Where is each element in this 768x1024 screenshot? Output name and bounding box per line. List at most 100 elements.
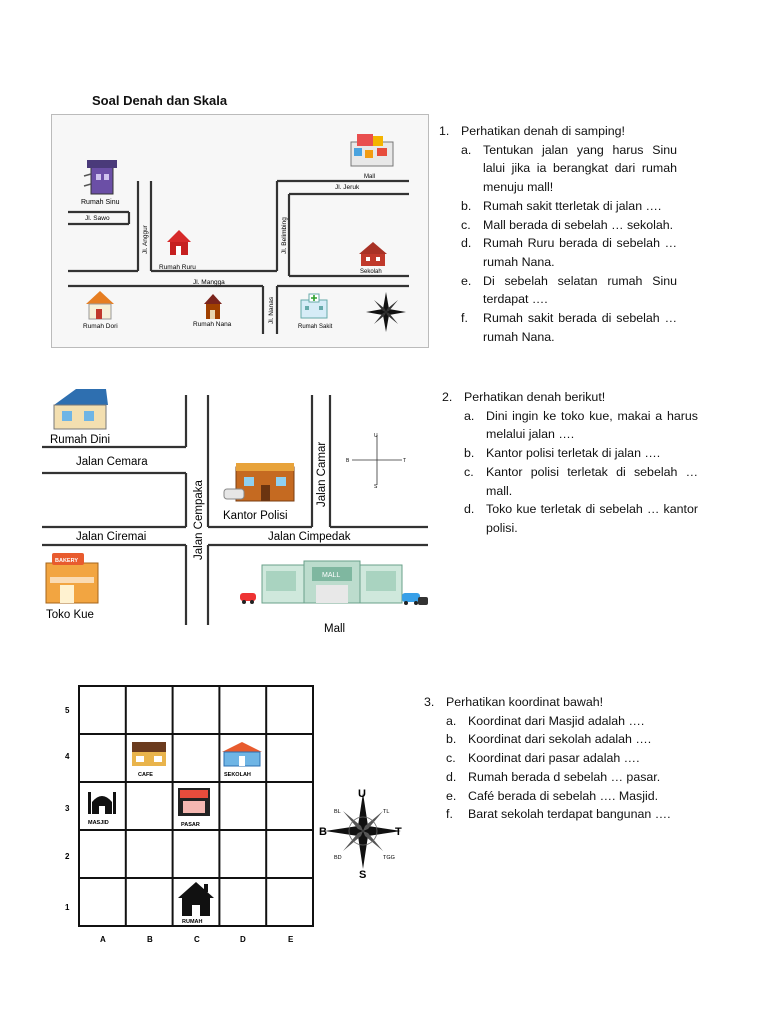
label-rumah-sinu: Rumah Sinu	[81, 199, 120, 206]
compass-e: T	[403, 458, 406, 464]
col-label-a: A	[100, 935, 106, 944]
compass-s: S	[359, 869, 366, 881]
question-number: 1.	[439, 124, 450, 138]
rumah-nana-icon	[204, 294, 222, 319]
row-label-1: 1	[65, 903, 70, 912]
label-pasar: PASAR	[181, 822, 200, 828]
pasar-icon	[178, 788, 210, 816]
list-item: a.Tentukan jalan yang harus Sinu lalui j…	[461, 142, 677, 195]
compass-bd: BD	[334, 855, 342, 861]
label-rumah-dori: Rumah Dori	[83, 323, 118, 330]
question-lead: Perhatikan denah di samping!	[461, 124, 625, 138]
list-item: d.Rumah berada d sebelah … pasar.	[446, 769, 661, 784]
mall-building-icon	[261, 560, 403, 604]
masjid-icon	[88, 792, 116, 814]
compass-tl: TL	[383, 809, 389, 815]
car-blue-icon	[402, 593, 428, 605]
list-item: f.Barat sekolah terdapat bangunan ….	[446, 807, 671, 822]
coordinate-grid: 5 4 3 2 1 A B C D E CAFE SEKOLAH MASJID …	[65, 685, 402, 944]
list-item: b.Kantor polisi terletak di jalan ….	[464, 446, 661, 461]
question-items: a.Tentukan jalan yang harus Sinu lalui j…	[461, 141, 677, 347]
label-jl-sawo: Jl. Sawo	[85, 215, 110, 222]
rumah-sakit-icon	[300, 293, 328, 319]
sekolah-building-icon	[222, 742, 262, 767]
rumah-dori-icon	[86, 291, 114, 320]
compass-s: S	[374, 484, 378, 490]
label-jl-jeruk: Jl. Jeruk	[335, 184, 360, 191]
compass-u: U	[358, 788, 366, 800]
label-masjid: MASJID	[88, 820, 109, 826]
question-number: 3.	[424, 695, 435, 709]
compass-rose-8-icon	[325, 793, 401, 869]
rumah-house-icon	[178, 882, 214, 916]
question-items: a.Dini ingin ke toko kue, makai a harus …	[464, 407, 698, 538]
label-rumah-sakit: Rumah Sakit	[298, 324, 333, 330]
compass-cross-icon	[352, 435, 402, 485]
label-mall-sign: MALL	[322, 572, 340, 579]
label-jl-anggur: Jl. Anggur	[142, 224, 149, 254]
question-1: 1. Perhatikan denah di samping! a.Tentuk…	[439, 122, 677, 346]
row-label-2: 2	[65, 852, 70, 861]
list-item: d.Rumah Ruru berada di sebelah … rumah N…	[461, 236, 677, 269]
map-2: Rumah Dini Jalan Cemara Jalan Cempaka Ja…	[42, 389, 428, 635]
col-label-c: C	[194, 935, 200, 944]
label-toko-kue: Toko Kue	[46, 609, 94, 621]
label-jl-nanas: Jl. Nanas	[268, 296, 275, 324]
col-label-d: D	[240, 935, 246, 944]
rumah-dini-icon	[53, 389, 108, 430]
page-title: Soal Denah dan Skala	[92, 93, 228, 108]
list-item: e.Di sebelah selatan rumah Sinu terdapat…	[461, 273, 677, 307]
label-jl-belimbing: Jl. Belimbing	[281, 217, 288, 254]
label-rumah-nana: Rumah Nana	[193, 321, 232, 328]
question-3: 3. Perhatikan koordinat bawah! a.Koordin…	[424, 693, 724, 824]
label-jalan-cimpedak: Jalan Cimpedak	[268, 531, 351, 543]
toko-kue-icon	[45, 553, 99, 604]
kantor-polisi-icon	[223, 463, 295, 502]
label-jl-mangga: Jl. Mangga	[193, 279, 225, 286]
row-label-3: 3	[65, 804, 70, 813]
label-bakery: BAKERY	[55, 558, 78, 564]
compass-bl: BL	[334, 809, 341, 815]
question-lead: Perhatikan denah berikut!	[464, 390, 606, 404]
compass-t: T	[395, 826, 402, 838]
car-red-icon	[240, 593, 256, 604]
row-label-4: 4	[65, 752, 70, 761]
map-1: Rumah Sinu Jl. Sawo Jl. Anggur Rumah Rur…	[51, 114, 429, 348]
col-label-e: E	[288, 935, 294, 944]
list-item: a.Koordinat dari Masjid adalah ….	[446, 713, 645, 728]
label-jalan-cempaka: Jalan Cempaka	[193, 479, 205, 560]
list-item: a.Dini ingin ke toko kue, makai a harus …	[464, 408, 698, 442]
compass-w: B	[346, 458, 350, 464]
label-mall: Mall	[364, 174, 375, 180]
label-cafe: CAFE	[138, 772, 153, 778]
list-item: c.Kantor polisi terletak di sebelah … ma…	[464, 464, 698, 498]
label-jalan-ciremai: Jalan Ciremai	[76, 531, 146, 543]
question-number: 2.	[442, 390, 453, 404]
label-sekolah: Sekolah	[360, 269, 382, 275]
list-item: c.Mall berada di sebelah … sekolah.	[461, 217, 674, 232]
list-item: b.Koordinat dari sekolah adalah ….	[446, 732, 652, 747]
list-item: b.Rumah sakit tterletak di jalan ….	[461, 198, 662, 213]
row-label-5: 5	[65, 706, 70, 715]
mall-icon	[350, 134, 394, 167]
cafe-icon	[132, 742, 166, 766]
rumah-sinu-icon	[83, 160, 117, 195]
col-label-b: B	[147, 935, 153, 944]
list-item: c.Koordinat dari pasar adalah ….	[446, 751, 640, 766]
question-2: 2. Perhatikan denah berikut! a.Dini ingi…	[442, 388, 698, 538]
compass-n: U	[374, 433, 378, 439]
label-jalan-camar: Jalan Camar	[316, 442, 328, 507]
list-item: f.Rumah sakit berada di sebelah … rumah …	[461, 311, 677, 344]
compass-tgg: TGG	[383, 855, 395, 861]
label-mall: Mall	[324, 623, 345, 635]
label-kantor-polisi: Kantor Polisi	[223, 510, 288, 522]
list-item: e.Café berada di sebelah …. Masjid.	[446, 788, 659, 803]
label-rumah-ruru: Rumah Ruru	[159, 264, 196, 271]
list-item: d.Toko kue terletak di sebelah … kantor …	[464, 502, 698, 535]
label-rumah-dini: Rumah Dini	[50, 434, 110, 446]
label-rumah: RUMAH	[182, 919, 202, 925]
compass-b: B	[319, 826, 327, 838]
sekolah-icon	[359, 242, 387, 266]
label-jalan-cemara: Jalan Cemara	[76, 456, 148, 468]
label-sekolah: SEKOLAH	[224, 772, 251, 778]
